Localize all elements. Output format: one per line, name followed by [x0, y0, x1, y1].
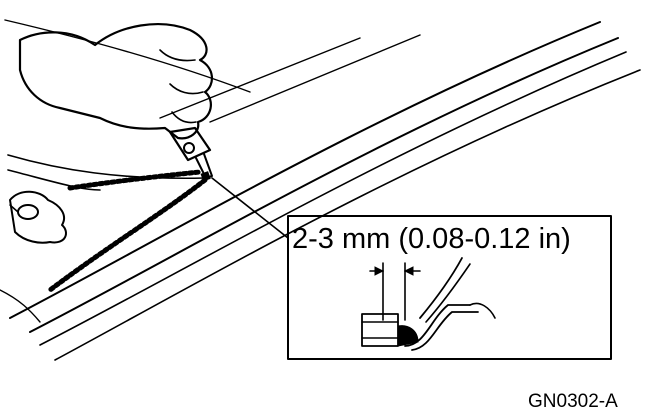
detail-cross-section [361, 257, 496, 351]
detail-callout-box [287, 215, 612, 360]
second-hand [9, 190, 67, 244]
windshield-frame-lines [4, 19, 641, 361]
gap-measurement-label: 2-3 mm (0.08-0.12 in) [292, 223, 571, 255]
glass-edge-lines [0, 154, 206, 323]
figure-id: GN0302-A [528, 391, 618, 412]
urethane-bead [47, 169, 208, 293]
leader-line [211, 177, 289, 239]
hand-with-cutting-knife [18, 23, 213, 182]
